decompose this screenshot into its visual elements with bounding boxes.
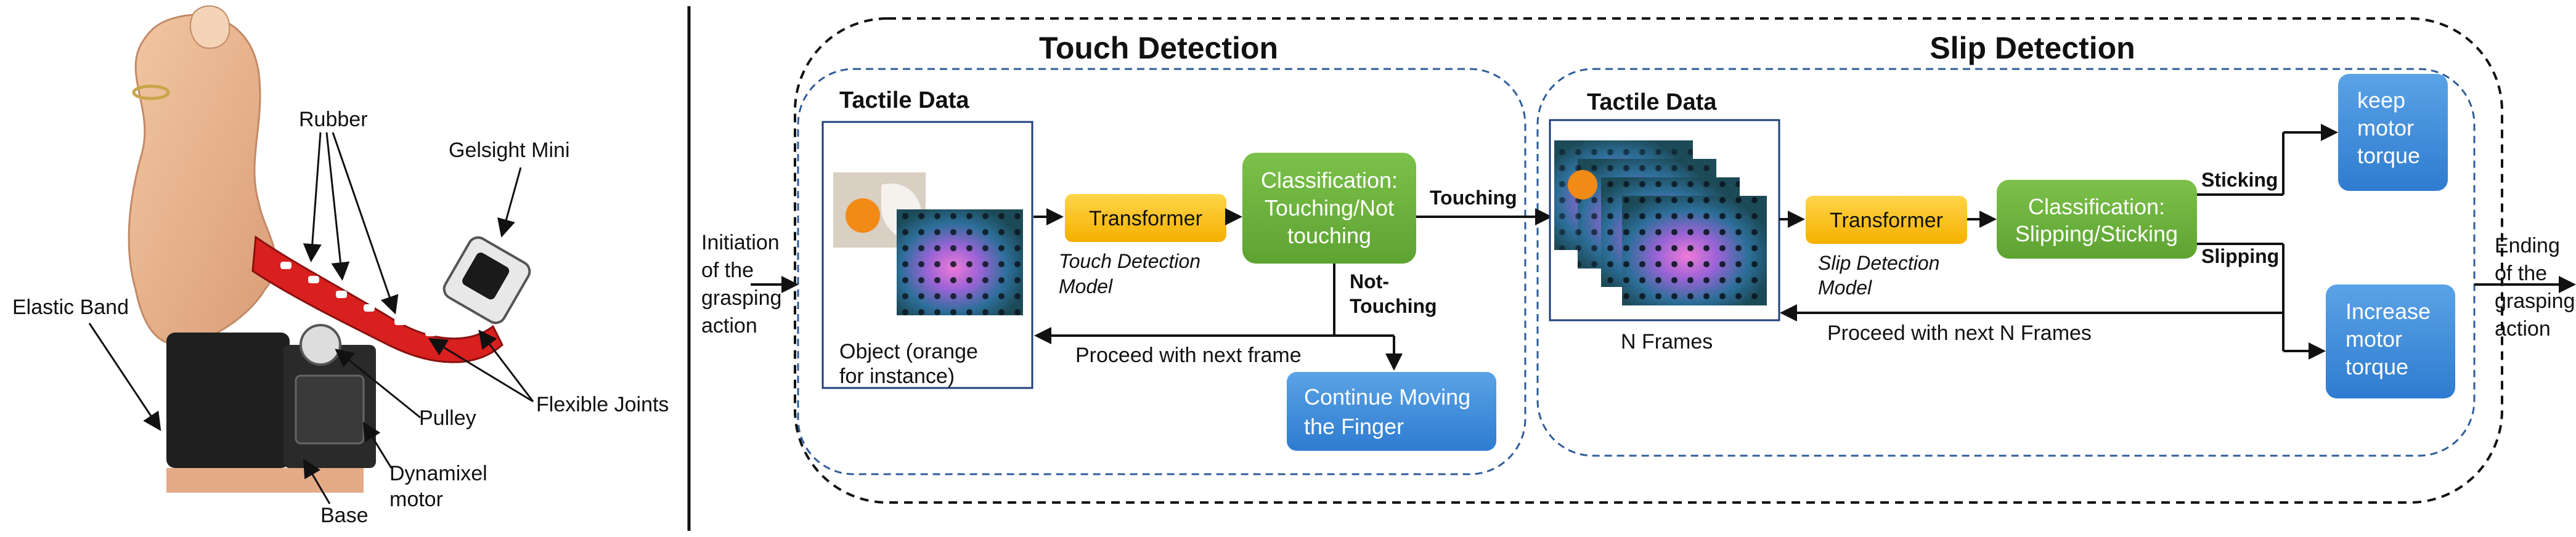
thumb-shape [189, 5, 230, 49]
next-n-frames-label: Proceed with next N Frames [1827, 321, 2092, 345]
slip-detection-region [1536, 68, 2476, 457]
slip-detection-header: Slip Detection [1930, 31, 2135, 65]
touch-detection-header: Touch Detection [1039, 31, 1278, 65]
label-pulley: Pulley [419, 406, 476, 430]
label-flexible-joints: Flexible Joints [536, 393, 669, 416]
not-touching-line2: Touching [1350, 295, 1437, 317]
increase-torque-line2: motor [2346, 326, 2402, 352]
outer-boundary [794, 17, 2503, 504]
flexible-joint-marks [280, 262, 436, 336]
initiation-label: Initiation of the grasping action [701, 231, 781, 337]
svg-text:action: action [2495, 317, 2551, 341]
touch-detection-region [797, 68, 1526, 475]
increase-torque-line1: Increase [2346, 299, 2431, 324]
next-frame-label: Proceed with next frame [1075, 344, 1302, 367]
keep-torque-line1: keep [2357, 87, 2405, 113]
svg-text:of the: of the [2495, 262, 2547, 285]
svg-text:Ending: Ending [2495, 234, 2560, 257]
touch-classifier-line1: Classification: [1261, 168, 1398, 193]
slip-classifier-box [1997, 180, 2197, 259]
tactile-data-label-2: Tactile Data [1587, 89, 1717, 115]
slip-classifier-line1: Classification: [2028, 194, 2165, 219]
label-base: Base [320, 504, 369, 527]
increase-torque-line3: torque [2346, 354, 2408, 379]
svg-text:of the: of the [701, 259, 754, 282]
label-rubber: Rubber [299, 108, 368, 131]
label-elastic-band: Elastic Band [12, 296, 129, 319]
svg-text:grasping: grasping [2495, 289, 2575, 313]
ending-label: Ending of the grasping action [2495, 234, 2575, 341]
svg-text:Initiation: Initiation [701, 231, 780, 254]
continue-moving-line2: the Finger [1304, 414, 1404, 439]
tactile-image-1 [897, 209, 1023, 315]
gelsight-sensor [442, 236, 531, 325]
ring-shape [132, 84, 170, 100]
touch-model-line2: Model [1059, 275, 1113, 297]
wrist [166, 468, 364, 493]
sticking-label: Sticking [2201, 169, 2278, 191]
tactile-data-label-1: Tactile Data [839, 87, 969, 113]
rubber-finger [251, 235, 503, 363]
touch-classifier-line2: Touching/Not [1265, 195, 1394, 220]
touch-classifier-line3: touching [1287, 223, 1371, 248]
label-motor: motor [389, 488, 443, 511]
keep-torque-box [2338, 74, 2448, 191]
continue-moving-box [1287, 372, 1496, 451]
object-caption-line1: Object (orange [839, 340, 978, 363]
keep-torque-line2: motor [2357, 115, 2414, 140]
label-dynamixel: Dynamixel [389, 462, 487, 485]
slip-classifier-line2: Slipping/Sticking [2015, 221, 2178, 246]
transformer-label-2: Transformer [1830, 209, 1943, 232]
slipping-label: Slipping [2201, 245, 2279, 267]
continue-moving-line1: Continue Moving [1304, 384, 1470, 410]
transformer-box-1 [1065, 194, 1226, 242]
touching-label: Touching [1430, 187, 1517, 209]
frame-stack-images [1554, 140, 1767, 305]
slip-model-line2: Model [1818, 277, 1872, 299]
not-touching-line1: Not- [1350, 270, 1389, 293]
n-frames-label: N Frames [1621, 330, 1713, 353]
transformer-label-1: Transformer [1089, 207, 1202, 230]
transformer-box-2 [1806, 196, 1967, 244]
keep-torque-line3: torque [2357, 143, 2420, 168]
object-caption-line2: for instance) [839, 365, 955, 388]
label-gelsight-mini: Gelsight Mini [449, 139, 570, 162]
elastic-band [166, 333, 290, 468]
hand-shape [128, 14, 277, 346]
slip-model-line1: Slip Detection [1818, 252, 1939, 274]
pulley [300, 324, 341, 366]
photo-labels: Rubber Gelsight Mini Elastic Band Pulley… [12, 108, 669, 527]
increase-torque-box [2326, 285, 2455, 398]
gripper-photo [128, 5, 531, 493]
touch-model-line1: Touch Detection [1059, 250, 1200, 272]
svg-text:grasping: grasping [701, 286, 781, 310]
touch-classifier-box [1242, 153, 1416, 264]
dynamixel-motor [295, 374, 365, 445]
svg-text:action: action [701, 314, 757, 337]
